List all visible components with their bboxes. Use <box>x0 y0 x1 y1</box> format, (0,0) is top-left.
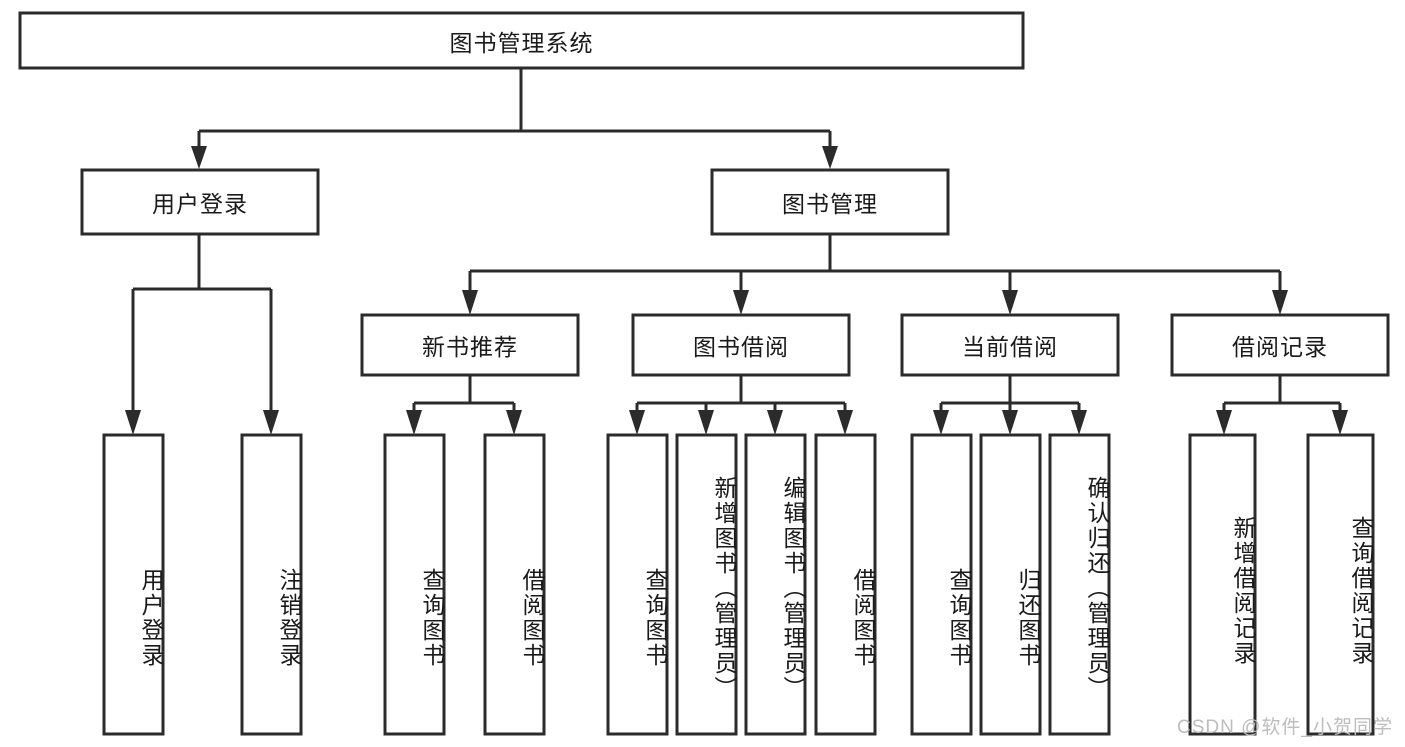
arrow-head-icon <box>767 410 783 435</box>
arrow-head-icon <box>1272 290 1288 315</box>
leaf-book-borrow-2[interactable] <box>744 433 807 736</box>
connector-current-borrow-to-leaves <box>933 375 1087 435</box>
arrow-head-icon <box>191 146 207 169</box>
node-book-borrow[interactable] <box>631 313 851 377</box>
arrow-head-icon <box>462 290 478 315</box>
leaf-current-borrow-1[interactable] <box>979 433 1042 736</box>
arrow-head-icon <box>698 410 714 435</box>
arrow-head-icon <box>263 410 279 435</box>
node-borrow-record[interactable] <box>1170 313 1390 377</box>
arrow-head-icon <box>629 410 645 435</box>
leaf-book-borrow-1[interactable] <box>675 433 738 736</box>
node-book-management[interactable] <box>710 168 950 236</box>
leaf-user-login-1[interactable] <box>240 433 303 736</box>
connector-user-login-to-leaves <box>125 234 279 435</box>
arrow-head-icon <box>1216 410 1232 435</box>
leaf-borrow-record-0[interactable] <box>1188 433 1257 736</box>
arrow-head-icon <box>1332 410 1348 435</box>
connector-root-to-level2 <box>191 68 838 169</box>
node-new-book-recommend[interactable] <box>360 313 580 377</box>
leaf-new-book-recommend-0[interactable] <box>383 433 446 736</box>
arrow-head-icon <box>733 290 749 315</box>
arrow-head-icon <box>933 410 949 435</box>
arrow-head-icon <box>1002 410 1018 435</box>
arrow-head-icon <box>822 146 838 169</box>
leaf-current-borrow-0[interactable] <box>910 433 973 736</box>
node-root-system[interactable] <box>18 11 1025 70</box>
node-user-login[interactable] <box>80 168 320 236</box>
connector-book-borrow-to-leaves <box>629 375 853 435</box>
arrow-head-icon <box>506 410 522 435</box>
connector-new-book-recommend-to-leaves <box>406 375 522 435</box>
connector-borrow-record-to-leaves <box>1216 375 1348 435</box>
arrow-head-icon <box>837 410 853 435</box>
node-current-borrow[interactable] <box>900 313 1120 377</box>
leaf-current-borrow-2[interactable] <box>1048 433 1111 736</box>
arrow-head-icon <box>125 410 141 435</box>
arrow-head-icon <box>1002 290 1018 315</box>
leaf-new-book-recommend-1[interactable] <box>483 433 546 736</box>
leaf-book-borrow-0[interactable] <box>606 433 669 736</box>
arrow-head-icon <box>1071 410 1087 435</box>
arrow-head-icon <box>406 410 422 435</box>
leaf-user-login-0[interactable] <box>102 433 165 736</box>
leaf-book-borrow-3[interactable] <box>814 433 877 736</box>
leaf-borrow-record-1[interactable] <box>1306 433 1375 736</box>
connector-book-management-to-level3 <box>462 234 1288 315</box>
